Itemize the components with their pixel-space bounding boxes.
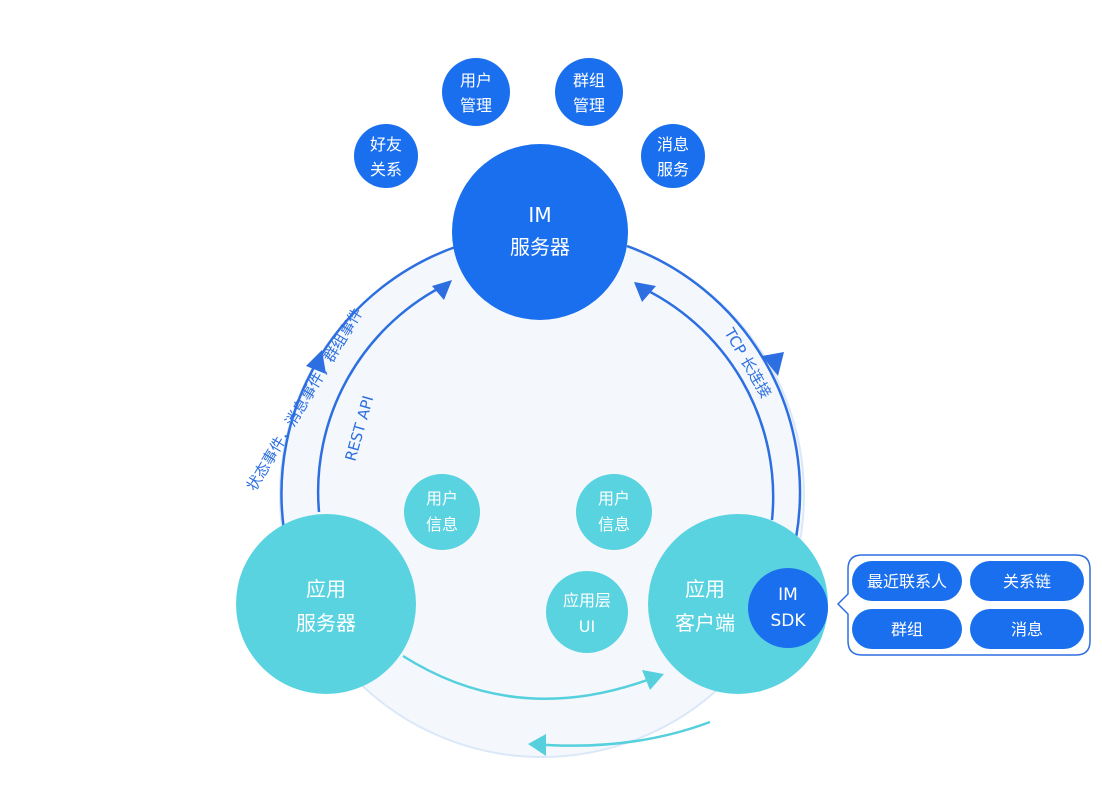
events-arrowhead xyxy=(306,350,326,374)
user-info-left-line2: 信息 xyxy=(426,515,458,534)
sdk-feature-recent-contacts-bg xyxy=(852,561,962,601)
rest-api-arrow xyxy=(316,281,450,513)
app-server-circle xyxy=(236,514,416,694)
user-info-right-circle xyxy=(576,474,652,550)
user-info-node-left: 用户 信息 xyxy=(404,474,480,550)
user-info-node-right: 用户 信息 xyxy=(576,474,652,550)
module-message-service-line1: 消息 xyxy=(657,135,689,154)
server-to-client-arrow xyxy=(402,654,659,701)
sdk-feature-message: 消息 xyxy=(970,609,1084,649)
module-user-management-line1: 用户 xyxy=(460,71,492,90)
im-sdk-line1: IM xyxy=(778,585,798,605)
user-info-right-line1: 用户 xyxy=(598,489,630,508)
module-user-management: 用户 管理 xyxy=(442,58,510,126)
tcp-outer-arrowhead xyxy=(762,352,784,376)
im-server-subtitle: 服务器 xyxy=(510,235,570,259)
app-client-line2: 客户端 xyxy=(675,611,735,635)
im-sdk-line2: SDK xyxy=(770,611,806,631)
client-to-server-arrowhead xyxy=(528,734,546,756)
user-info-left-circle xyxy=(404,474,480,550)
module-message-service: 消息 服务 xyxy=(641,124,705,188)
app-client-line1: 应用 xyxy=(685,577,725,601)
im-sdk-node: IM SDK xyxy=(748,568,828,648)
module-group-management: 群组 管理 xyxy=(555,58,623,126)
sdk-feature-message-bg xyxy=(970,609,1084,649)
app-server-node: 应用 服务器 xyxy=(236,514,416,694)
module-friend-relation: 好友 关系 xyxy=(354,124,418,188)
rest-api-arrowhead xyxy=(432,280,452,300)
sdk-feature-group-label: 群组 xyxy=(891,620,923,639)
module-user-management-circle xyxy=(442,58,510,126)
tcp-outer-arrow xyxy=(626,244,802,539)
im-server-title: IM xyxy=(528,203,551,227)
app-layer-ui-line1: 应用层 xyxy=(563,591,611,610)
module-group-management-circle xyxy=(555,58,623,126)
module-friend-relation-circle xyxy=(354,124,418,188)
module-user-management-line2: 管理 xyxy=(460,96,492,115)
sdk-feature-group-bg xyxy=(852,609,962,649)
module-group-management-line1: 群组 xyxy=(573,71,605,90)
sdk-feature-relation-chain-label: 关系链 xyxy=(1003,572,1051,591)
user-info-left-line1: 用户 xyxy=(426,489,458,508)
sdk-feature-relation-chain: 关系链 xyxy=(970,561,1084,601)
tcp-inner-arrow xyxy=(635,283,775,521)
app-server-line2: 服务器 xyxy=(296,611,356,635)
app-layer-ui-line2: UI xyxy=(579,617,595,636)
sdk-feature-group: 群组 xyxy=(852,609,962,649)
app-layer-ui-circle xyxy=(546,571,628,653)
im-server-circle xyxy=(452,144,628,320)
sdk-feature-recent-contacts-label: 最近联系人 xyxy=(867,572,947,591)
module-message-service-circle xyxy=(641,124,705,188)
user-info-right-line2: 信息 xyxy=(598,515,630,534)
sdk-feature-recent-contacts: 最近联系人 xyxy=(852,561,962,601)
module-message-service-line2: 服务 xyxy=(657,160,689,179)
server-to-client-arrowhead xyxy=(642,670,664,690)
sdk-feature-message-label: 消息 xyxy=(1011,620,1043,639)
module-friend-relation-line1: 好友 xyxy=(370,135,402,154)
app-server-line1: 应用 xyxy=(306,577,346,601)
app-client-node: 应用 客户端 xyxy=(648,514,828,694)
module-group-management-line2: 管理 xyxy=(573,96,605,115)
client-to-server-arrow xyxy=(531,720,711,747)
tcp-inner-arrowhead xyxy=(634,282,656,302)
sdk-feature-relation-chain-bg xyxy=(970,561,1084,601)
module-friend-relation-line2: 关系 xyxy=(370,160,402,179)
im-server-node: IM 服务器 xyxy=(452,144,628,320)
app-client-circle xyxy=(648,514,828,694)
app-layer-ui-node: 应用层 UI xyxy=(546,571,628,653)
im-sdk-circle xyxy=(748,568,828,648)
